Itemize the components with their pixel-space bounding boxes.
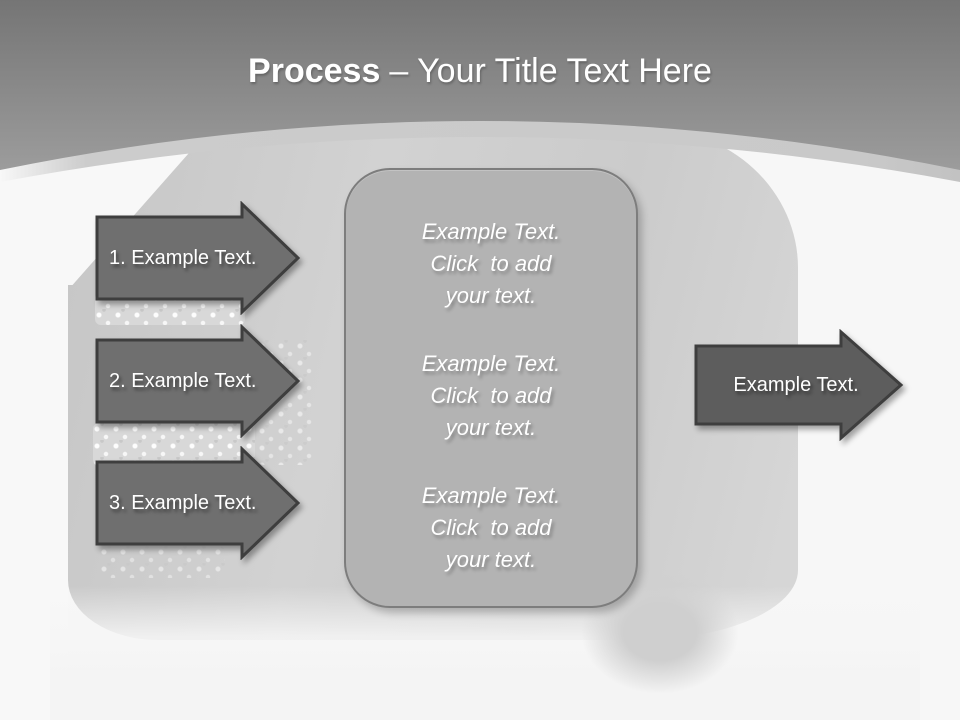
title-bold-text: Process bbox=[248, 52, 381, 90]
right-arrow-icon bbox=[95, 201, 301, 315]
process-arrow-3[interactable]: 3. Example Text. bbox=[95, 446, 301, 560]
header-banner bbox=[0, 0, 960, 182]
panel-text-block-2[interactable]: Example Text. Click to add your text. bbox=[421, 351, 561, 440]
process-arrow-1[interactable]: 1. Example Text. bbox=[95, 201, 301, 315]
title-regular-text: – Your Title Text Here bbox=[389, 52, 712, 90]
arrow-label: 1. Example Text. bbox=[109, 246, 257, 269]
center-panel[interactable]: Example Text. Click to add your text. Ex… bbox=[344, 168, 638, 608]
right-arrow-icon bbox=[95, 324, 301, 438]
arrow-label: Example Text. bbox=[733, 373, 859, 396]
lace-texture bbox=[93, 423, 255, 466]
right-arrow-icon bbox=[95, 446, 301, 560]
panel-text-block-3[interactable]: Example Text. Click to add your text. bbox=[421, 483, 561, 572]
arrow-label: 3. Example Text. bbox=[109, 491, 257, 514]
background-bottom-fade bbox=[50, 586, 920, 720]
process-arrow-2[interactable]: 2. Example Text. bbox=[95, 324, 301, 438]
header-curve bbox=[0, 0, 960, 170]
panel-text-block-1[interactable]: Example Text. Click to add your text. bbox=[421, 219, 561, 308]
result-arrow[interactable]: Example Text. bbox=[694, 329, 904, 441]
arrow-label: 2. Example Text. bbox=[109, 369, 257, 392]
right-arrow-icon bbox=[694, 329, 904, 441]
lace-texture bbox=[100, 546, 225, 578]
slide-title[interactable]: Process– Your Title Text Here bbox=[0, 50, 960, 92]
